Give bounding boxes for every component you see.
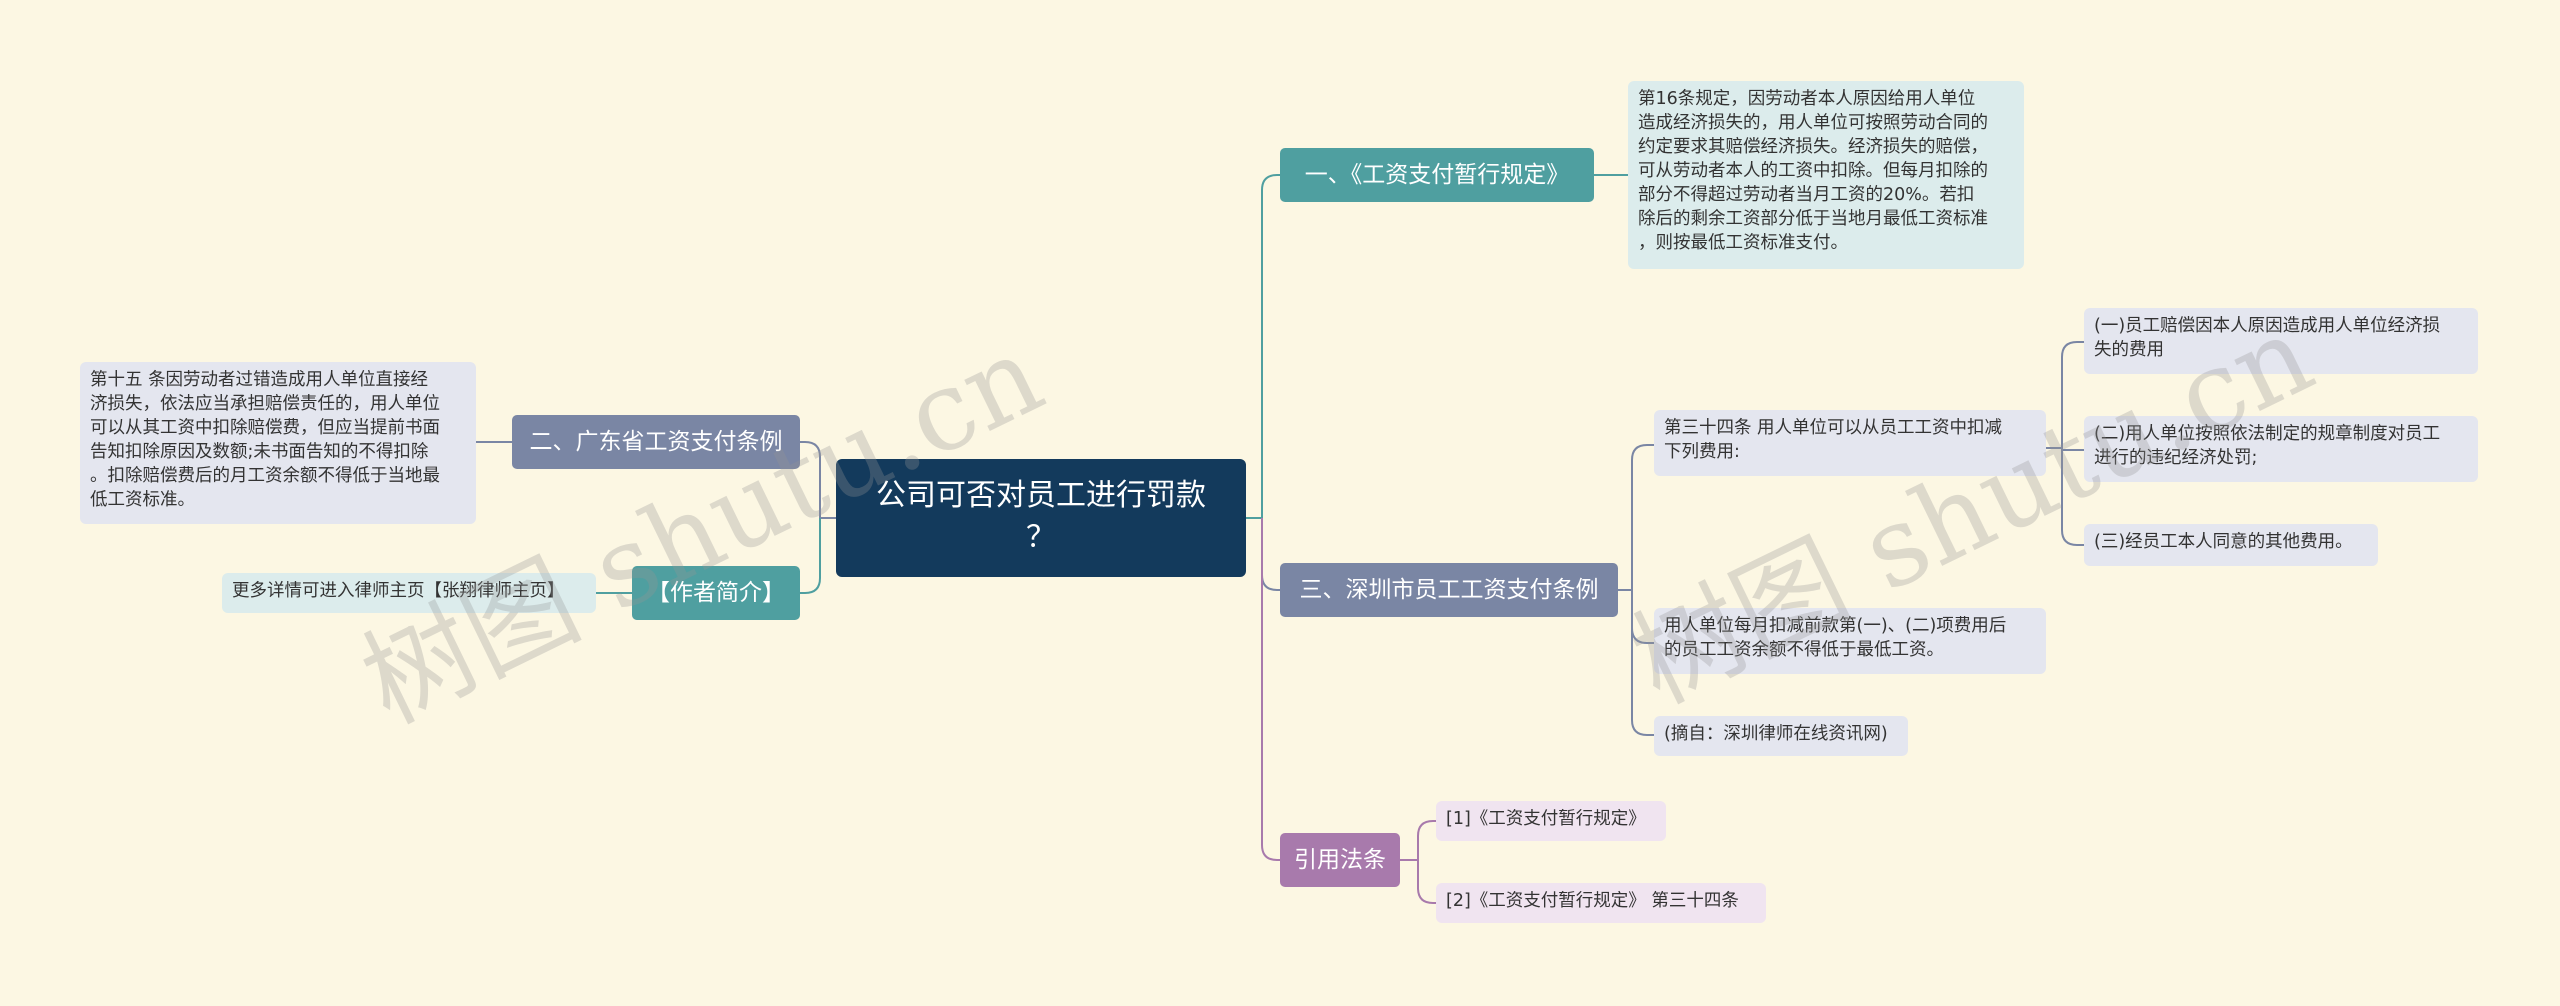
connector: [2061, 341, 2084, 448]
connector: [1261, 518, 1280, 591]
root-topic[interactable]: 公司可否对员工进行罚款 ？: [836, 459, 1246, 577]
list-item: (三)经员工本人同意的其他费用。: [2084, 524, 2378, 566]
detail-article-15: 第十五 条因劳动者过错造成用人单位直接经 济损失，依法应当承担赔偿责任的，用人单…: [80, 362, 476, 524]
list-item: (一)员工赔偿因本人原因造成用人单位经济损 失的费用: [2084, 308, 2478, 374]
connector: [1261, 518, 1280, 861]
branch-guangdong-regulation[interactable]: 二、广东省工资支付条例: [512, 415, 800, 469]
connector: [1417, 860, 1436, 904]
connector: [800, 518, 821, 594]
detail-article-16: 第16条规定，因劳动者本人原因给用人单位 造成经济损失的，用人单位可按照劳动合同…: [1628, 81, 2024, 269]
connector: [1631, 590, 1654, 644]
detail-article-34: 第三十四条 用人单位可以从员工工资中扣减 下列费用:: [1654, 410, 2046, 476]
connector: [1417, 820, 1436, 860]
connector: [800, 441, 821, 518]
branch-shenzhen-regulation[interactable]: 三、深圳市员工工资支付条例: [1280, 563, 1618, 617]
detail-source: (摘自：深圳律师在线资讯网): [1654, 716, 1908, 756]
connector: [2061, 448, 2084, 546]
branch-author-intro[interactable]: 【作者简介】: [632, 566, 800, 620]
connector: [1261, 174, 1280, 518]
connector: [1631, 444, 1654, 590]
branch-wage-payment-regulation[interactable]: 一、《工资支付暂行规定》: [1280, 148, 1594, 202]
connector: [1631, 590, 1654, 736]
branch-cited-articles[interactable]: 引用法条: [1280, 833, 1400, 887]
detail-deduction-limit: 用人单位每月扣减前款第(一)、(二)项费用后 的员工工资余额不得低于最低工资。: [1654, 608, 2046, 674]
connector: [2061, 448, 2084, 451]
list-item: (二)用人单位按照依法制定的规章制度对员工 进行的违纪经济处罚;: [2084, 416, 2478, 482]
detail-lawyer-homepage: 更多详情可进入律师主页【张翔律师主页】: [222, 573, 596, 613]
list-item: [2]《工资支付暂行规定》 第三十四条: [1436, 883, 1766, 923]
list-item: [1]《工资支付暂行规定》: [1436, 801, 1666, 841]
